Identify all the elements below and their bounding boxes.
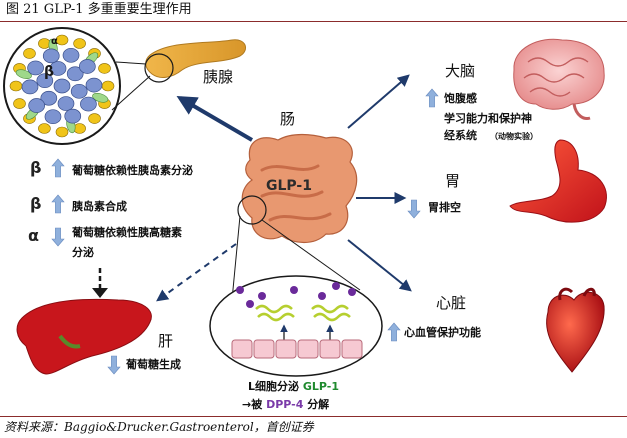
lcell-caption-enzyme: DPP-4 xyxy=(266,398,304,411)
relation-arrows xyxy=(92,74,412,302)
islet-beta-symbol: β xyxy=(44,64,55,80)
liver-organ xyxy=(16,298,152,375)
effect3-direction-icon xyxy=(51,227,65,247)
islet-beta-cell xyxy=(49,61,67,76)
islet-beta-cell xyxy=(80,96,97,112)
brain-effect-2: 学习能力和保护神 xyxy=(444,112,532,125)
dpp4-dot xyxy=(236,286,244,294)
heart-effect: 心血管保护功能 xyxy=(404,326,481,339)
islet-alpha-cell xyxy=(55,126,69,138)
effect2-symbol: β xyxy=(30,194,42,213)
islet-delta-cell xyxy=(15,69,32,79)
intestine-label: 肠 xyxy=(280,110,296,128)
islet-alpha-cell xyxy=(88,113,101,124)
glp1-label: GLP-1 xyxy=(266,178,312,194)
islet-beta-cell xyxy=(42,48,60,64)
lcell-caption-2: →被 DPP-4 分解 xyxy=(242,396,329,412)
dpp4-dot xyxy=(290,286,298,294)
brain-effect-1: 饱腹感 xyxy=(444,92,477,105)
liver-label: 肝 xyxy=(158,332,174,350)
heart-label: 心脏 xyxy=(436,294,467,312)
islet-beta-cell xyxy=(40,90,58,106)
stomach-direction-icon xyxy=(407,199,421,219)
effect1-direction-icon xyxy=(51,158,65,178)
islet-beta-cell xyxy=(70,83,88,99)
pancreas-organ xyxy=(111,39,247,111)
dpp4-dot xyxy=(258,292,266,300)
dpp4-dot xyxy=(318,292,326,300)
figure-source: 资料来源：Baggio&Drucker.Gastroenterol，首创证券 xyxy=(0,416,627,438)
islet-alpha-cell xyxy=(73,38,86,49)
islet-beta-cell xyxy=(66,66,84,82)
effect1-text: 葡萄糖依赖性胰岛素分泌 xyxy=(72,164,193,177)
islet-alpha-cell xyxy=(98,63,111,74)
effect3-text: 葡萄糖依赖性胰高糖素 xyxy=(72,226,182,239)
lcell-caption-1: L细胞分泌 GLP-1 xyxy=(248,378,339,394)
effect1-symbol: β xyxy=(30,158,42,177)
l-cell xyxy=(341,339,363,359)
l-cell xyxy=(253,339,275,359)
islet-beta-cell xyxy=(78,59,96,74)
effect2-direction-icon xyxy=(51,194,65,214)
heart-organ xyxy=(546,287,605,373)
l-cell xyxy=(297,339,319,359)
dpp4-dot xyxy=(348,288,356,296)
islet-alpha-cell xyxy=(55,34,69,46)
brain-note: （动物实验） xyxy=(490,132,538,141)
effect3-text-line2: 分泌 xyxy=(72,246,94,259)
islet-beta-cell xyxy=(64,108,82,124)
brain-label: 大脑 xyxy=(445,62,476,80)
lcell-ellipse xyxy=(209,275,383,377)
islet-beta-cell xyxy=(85,77,103,93)
stomach-effect: 胃排空 xyxy=(428,201,461,214)
l-cell xyxy=(231,339,253,359)
islet-alpha-cell xyxy=(13,98,26,109)
brain-organ xyxy=(513,38,605,120)
figure-title: 图 21 GLP-1 多重重要生理作用 xyxy=(0,0,627,22)
islet-alpha-cell xyxy=(23,48,36,59)
dpp4-dot xyxy=(246,300,254,308)
lcell-caption-prefix: L细胞分泌 xyxy=(248,380,300,393)
lcell-caption-prefix2: →被 xyxy=(242,398,263,411)
islet-alpha-symbol: α xyxy=(51,36,58,47)
islet-alpha-cell xyxy=(9,80,23,92)
lcell-caption-hormone: GLP-1 xyxy=(302,380,339,393)
islet-beta-cell xyxy=(53,78,71,94)
heart-direction-icon xyxy=(387,322,401,342)
liver-effect: 葡萄糖生成 xyxy=(126,358,181,371)
islet-delta-cell xyxy=(92,93,109,103)
stomach-organ xyxy=(509,139,607,223)
l-cell xyxy=(275,339,297,359)
islet-beta-cell xyxy=(44,109,62,125)
islet-alpha-cell xyxy=(101,80,115,92)
islet-alpha-cell xyxy=(38,123,51,134)
intestine-organ xyxy=(231,133,361,301)
islet-beta-cell xyxy=(27,60,44,76)
brain-direction-icon xyxy=(425,88,439,108)
effect2-text: 胰岛素合成 xyxy=(72,200,127,213)
lcell-caption-suffix: 分解 xyxy=(307,398,330,411)
islet-circle xyxy=(3,27,121,145)
islet-beta-cell xyxy=(36,73,54,89)
islet-beta-cell xyxy=(57,96,75,111)
pancreas-label: 胰腺 xyxy=(203,68,234,86)
l-cell xyxy=(319,339,341,359)
effect3-symbol: α xyxy=(28,226,39,245)
stomach-label: 胃 xyxy=(445,172,461,190)
islet-beta-cell xyxy=(28,98,46,113)
effect-arrows xyxy=(51,88,439,375)
islet-beta-cell xyxy=(62,47,80,63)
liver-direction-icon xyxy=(107,355,121,375)
brain-effect-3: 经系统 xyxy=(444,129,477,142)
islet-beta-cell xyxy=(21,79,39,95)
dpp4-dot xyxy=(332,282,340,290)
